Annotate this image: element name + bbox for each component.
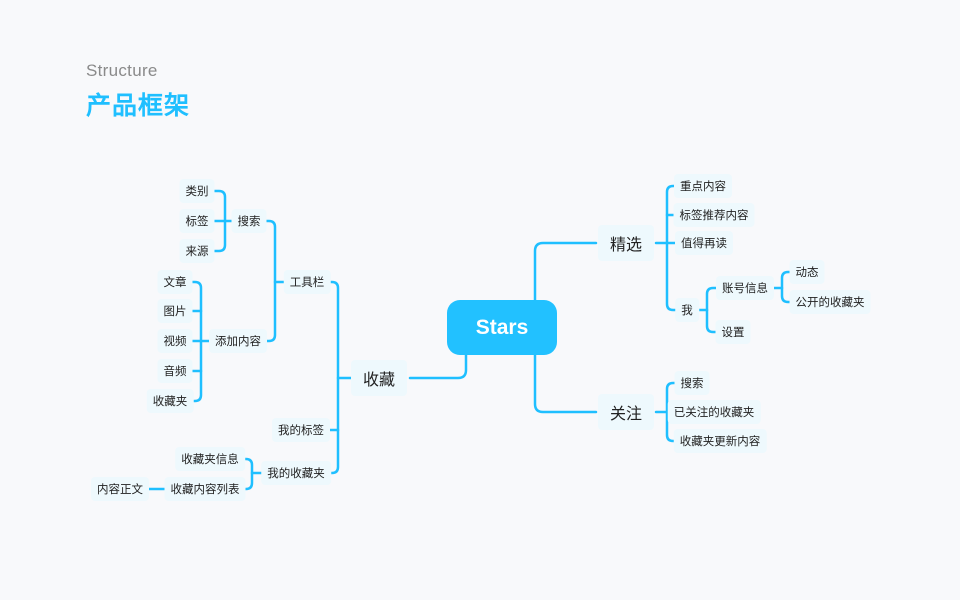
- connector-line: [408, 353, 468, 380]
- node-public-folders[interactable]: 公开的收藏夹: [789, 290, 871, 314]
- page-title: 产品框架: [86, 91, 191, 120]
- node-audio[interactable]: 音频: [157, 359, 193, 383]
- node-collect[interactable]: 收藏: [350, 360, 408, 396]
- node-settings[interactable]: 设置: [715, 320, 751, 344]
- node-tag[interactable]: 标签: [179, 209, 215, 233]
- node-video[interactable]: 视频: [157, 329, 193, 353]
- node-folder-list[interactable]: 收藏内容列表: [164, 477, 246, 501]
- node-toolbar[interactable]: 工具栏: [283, 270, 331, 294]
- connector-line: [260, 219, 277, 343]
- node-activity[interactable]: 动态: [789, 260, 825, 284]
- connector-line: [665, 184, 679, 312]
- node-category[interactable]: 类别: [179, 179, 215, 203]
- node-tag-recommend[interactable]: 标签推荐内容: [673, 203, 755, 227]
- subtitle: Structure: [86, 61, 158, 80]
- node-folder-info[interactable]: 收藏夹信息: [175, 447, 245, 471]
- node-featured[interactable]: 精选: [597, 225, 655, 261]
- node-article[interactable]: 文章: [157, 270, 193, 294]
- node-reread[interactable]: 值得再读: [675, 231, 733, 255]
- connector-line: [533, 353, 598, 414]
- node-source[interactable]: 来源: [179, 239, 215, 263]
- node-my-folders[interactable]: 我的收藏夹: [261, 461, 331, 485]
- connector-line: [323, 280, 340, 475]
- node-me[interactable]: 我: [675, 298, 699, 322]
- node-follow-search[interactable]: 搜索: [674, 371, 710, 395]
- node-folder-updates[interactable]: 收藏夹更新内容: [673, 429, 767, 453]
- node-folder[interactable]: 收藏夹: [146, 389, 194, 413]
- node-account[interactable]: 账号信息: [716, 276, 774, 300]
- node-content-body[interactable]: 内容正文: [91, 477, 149, 501]
- connector-line: [533, 241, 598, 302]
- node-follow[interactable]: 关注: [597, 394, 655, 430]
- node-image[interactable]: 图片: [157, 299, 193, 323]
- node-search[interactable]: 搜索: [231, 209, 267, 233]
- node-followed-folders[interactable]: 已关注的收藏夹: [667, 400, 761, 424]
- node-my-tags[interactable]: 我的标签: [272, 418, 330, 442]
- root-node[interactable]: Stars: [447, 300, 557, 355]
- node-add-content[interactable]: 添加内容: [209, 329, 267, 353]
- node-key-content[interactable]: 重点内容: [674, 174, 732, 198]
